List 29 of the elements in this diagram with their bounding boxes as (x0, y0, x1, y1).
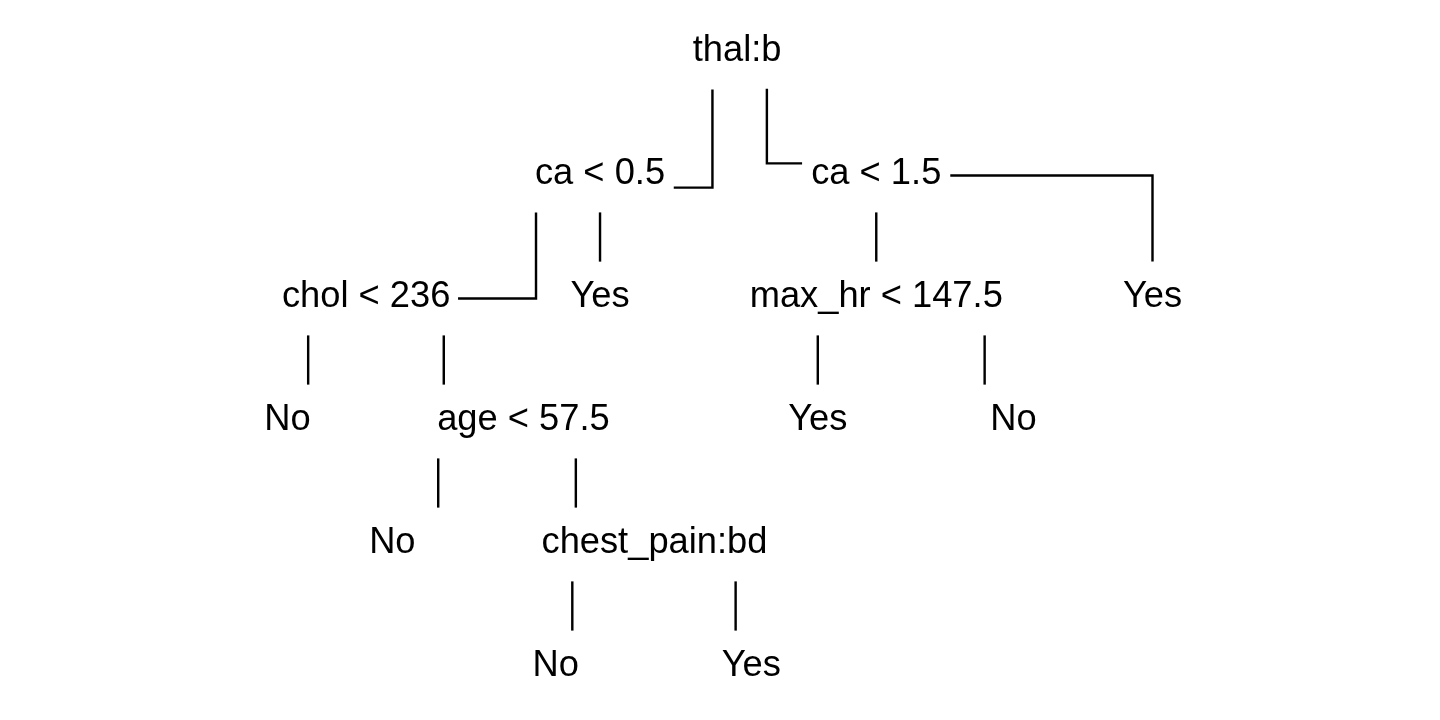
node-text: Yes (788, 397, 848, 439)
connector (950, 174, 1154, 262)
connector (437, 458, 440, 508)
connector (442, 335, 445, 385)
node-text: No (264, 397, 311, 439)
connector (875, 212, 878, 262)
node-text: chest_pain:bd (541, 520, 768, 562)
node-text: Yes (1122, 274, 1183, 316)
connector (983, 335, 986, 385)
connector (816, 335, 819, 385)
connector (574, 458, 578, 508)
node-text: chol < 236 (281, 274, 451, 316)
node-text: thal:b (692, 28, 782, 70)
node-text: ca < 0.5 (534, 151, 666, 193)
connector (571, 581, 574, 631)
node-text: No (369, 520, 416, 562)
node-text: No (990, 397, 1037, 439)
connector (598, 212, 602, 262)
connector (306, 335, 310, 385)
node-text: max_hr < 147.5 (749, 274, 1003, 316)
node-text: Yes (721, 643, 781, 685)
connector (673, 89, 714, 189)
connector (734, 581, 737, 631)
connector (458, 212, 538, 300)
node-text: age < 57.5 (437, 397, 610, 439)
connector (765, 88, 803, 165)
node-text: No (532, 643, 579, 685)
node-text: ca < 1.5 (811, 151, 942, 193)
node-text: Yes (570, 274, 630, 316)
